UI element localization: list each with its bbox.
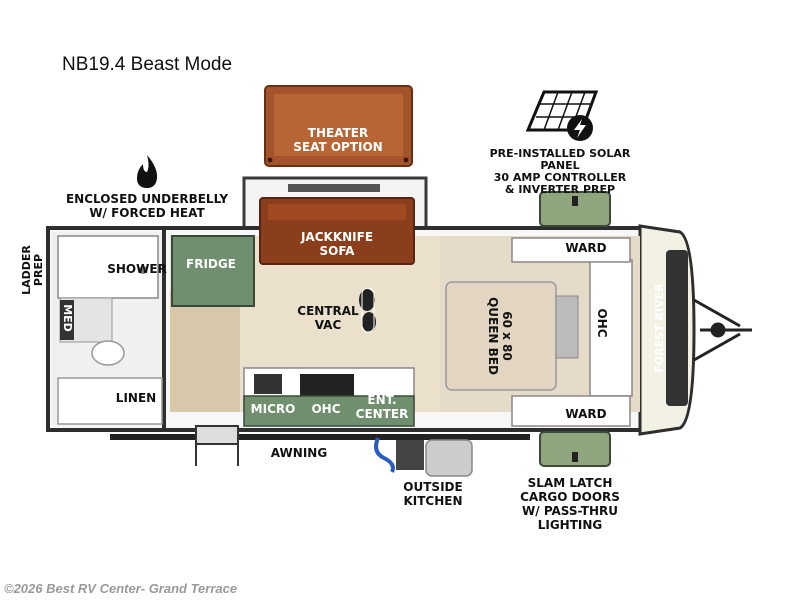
central-vac-label: CENTRAL VAC	[297, 304, 359, 332]
front-window	[666, 250, 688, 406]
ent-center-label: ENT. CENTER	[355, 393, 409, 421]
linen-label: LINEN	[115, 391, 157, 405]
wardrobe-top	[511, 237, 631, 263]
theater-seat-option	[264, 85, 413, 167]
overhead-cabinets	[243, 395, 415, 427]
med-label: MED	[61, 304, 74, 332]
underbelly-label: ENCLOSED UNDERBELLY W/ FORCED HEAT	[65, 192, 229, 220]
shower-label: SHOWER	[107, 262, 167, 276]
ward-top-label: WARD	[565, 241, 607, 255]
floorplan-title: NB19.4 Beast Mode	[62, 54, 233, 75]
awning-bar	[110, 434, 530, 440]
ladder-prep-label: LADDER PREP	[20, 245, 45, 295]
wardrobe-bottom	[511, 395, 631, 427]
toilet	[91, 340, 125, 366]
ohc-bed-unit	[589, 259, 633, 397]
solar-panel-icon	[525, 90, 599, 141]
sink	[300, 374, 354, 398]
cargo-doors-label: SLAM LATCH CARGO DOORS W/ PASS-THRU LIGH…	[520, 476, 620, 532]
footprint-icon	[359, 287, 376, 333]
queen-bed-label: 60 x 80 QUEEN BED	[486, 297, 514, 375]
hitch	[693, 298, 752, 362]
fridge-label: FRIDGE	[186, 257, 236, 271]
flame-icon	[137, 155, 158, 188]
pillows	[555, 295, 579, 359]
theater-seat-label: THEATER SEAT OPTION	[293, 126, 383, 154]
med-cabinet	[60, 300, 74, 340]
cargo-door-bottom	[539, 431, 611, 467]
kitchen-ohc-label: OHC	[311, 402, 341, 416]
entry-floor	[170, 290, 240, 412]
brand-label: FOREST RIVER	[653, 283, 666, 373]
bed-ohc-label: OHC	[595, 308, 609, 338]
stove	[254, 374, 282, 394]
linen-closet	[57, 377, 163, 425]
outside-kitchen-label: OUTSIDE KITCHEN	[403, 480, 463, 508]
jackknife-sofa-label: JACKKNIFE SOFA	[300, 230, 374, 258]
awning-label: AWNING	[270, 446, 328, 460]
window	[288, 184, 380, 192]
entry-steps	[195, 425, 239, 466]
micro-label: MICRO	[250, 402, 296, 416]
fridge-unit	[171, 235, 255, 307]
cargo-door-top	[539, 191, 611, 227]
copyright-watermark: ©2026 Best RV Center- Grand Terrace	[4, 581, 238, 596]
outside-kitchen-unit	[374, 437, 473, 477]
ward-bottom-label: WARD	[565, 407, 607, 421]
solar-label: PRE-INSTALLED SOLAR PANEL 30 AMP CONTROL…	[489, 147, 631, 196]
